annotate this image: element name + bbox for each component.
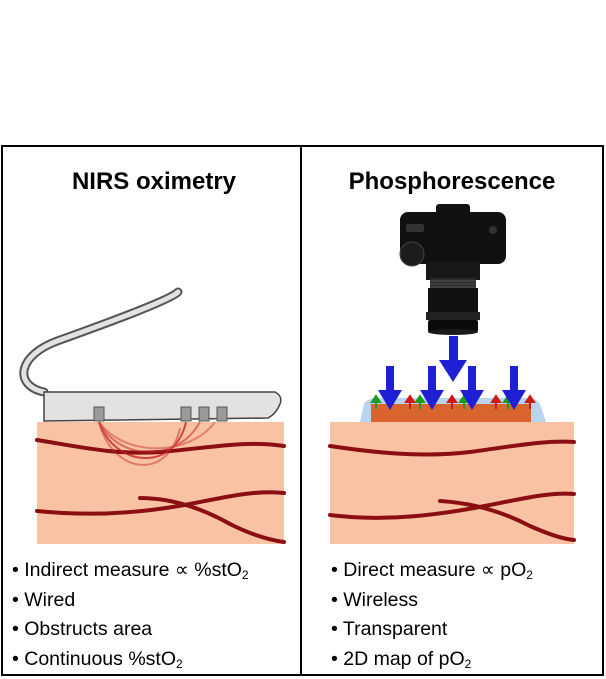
list-item: • Indirect measure ∝ %stO2 [12,559,249,582]
list-item: • Wired [12,588,76,611]
detector-1 [180,406,192,422]
panel-divider [300,145,302,676]
list-item: • Transparent [331,618,448,640]
nirs-probe [43,391,282,422]
figure-frame [1,145,604,676]
camera-icon [399,204,506,335]
detector-2 [198,406,210,422]
light-source [93,406,105,422]
list-item: • 2D map of pO2 [331,647,472,671]
nirs-illustration [19,287,286,544]
light-path-banana [98,421,216,466]
blood-vessel-right [328,439,576,542]
probe-cable [19,287,183,397]
phosphorescence-bullet-list: • Direct measure ∝ pO2 • Wireless • Tran… [331,556,533,674]
nirs-panel-title: NIRS oximetry [71,168,237,195]
list-item: • Continuous %stO2 [12,647,183,671]
tissue-block [37,422,284,544]
detector-3 [216,406,228,422]
list-item: • Obstructs area [12,618,153,640]
tissue-block-right [330,422,574,544]
list-item: • Direct measure ∝ pO2 [331,559,533,582]
nirs-bullet-list: • Indirect measure ∝ %stO2 • Wired • Obs… [12,556,249,674]
excitation-arrows [378,336,526,410]
phosphorescence-panel-title: Phosphorescence [348,168,556,195]
phosphorescence-illustration [328,204,576,544]
list-item: • Wireless [331,588,419,611]
